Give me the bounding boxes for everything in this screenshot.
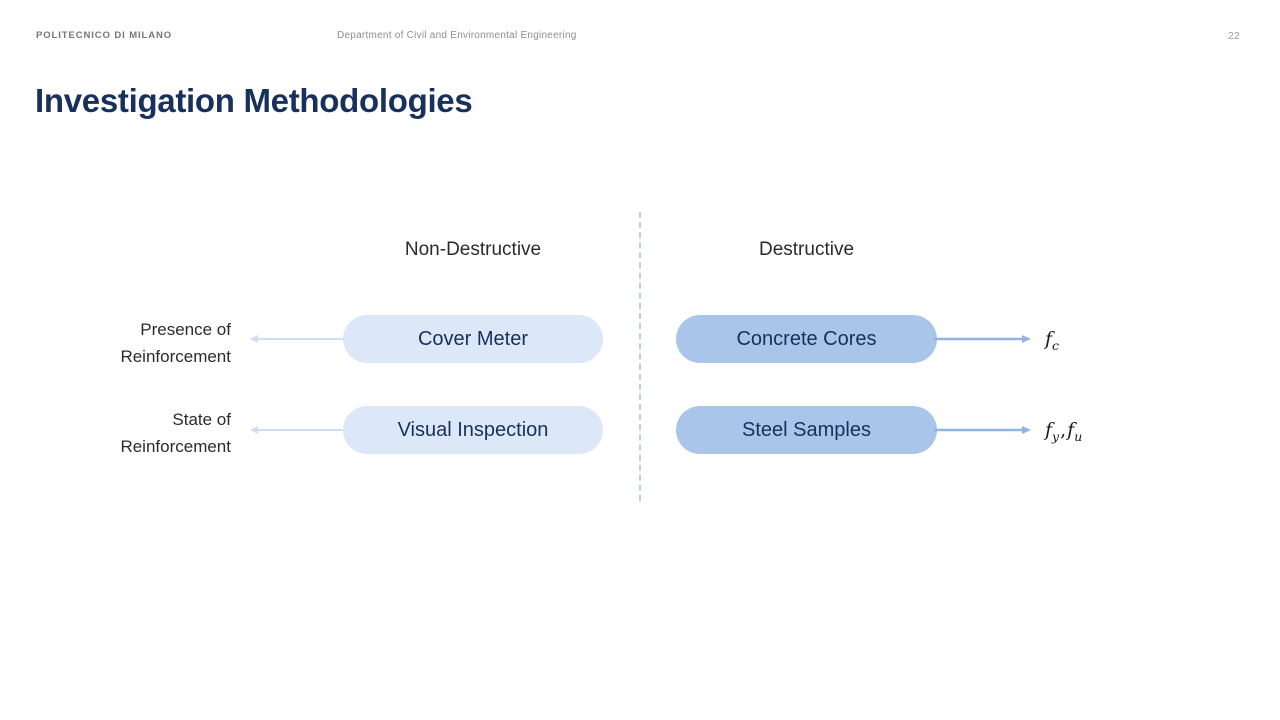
output-symbol-row-1: fc <box>1045 328 1059 353</box>
institution-brand: POLITECNICO DI MILANO <box>36 30 173 41</box>
method-pill-cover-meter[interactable]: Cover Meter <box>343 315 603 363</box>
row-label-presence-of-reinforcement: Presence of Reinforcement <box>41 316 231 370</box>
arrow-left-row-2 <box>249 423 347 437</box>
row-label-line-1: Presence of <box>140 320 231 339</box>
arrow-left-row-1 <box>249 332 347 346</box>
row-label-state-of-reinforcement: State of Reinforcement <box>41 406 231 460</box>
row-label-line-1: State of <box>172 410 231 429</box>
arrow-right-icon <box>934 426 1031 434</box>
method-pill-label: Steel Samples <box>742 418 871 441</box>
column-header-destructive: Destructive <box>758 239 855 260</box>
formula-subscript: c <box>1052 337 1060 353</box>
formula-base-2: f <box>1067 419 1075 441</box>
row-label-line-2: Reinforcement <box>120 437 231 456</box>
page-number: 22 <box>1228 30 1240 42</box>
method-pill-label: Cover Meter <box>417 327 529 350</box>
formula-subscript: y <box>1052 428 1060 444</box>
column-header-non-destructive: Non-Destructive <box>404 239 542 260</box>
arrow-left-icon <box>250 426 345 434</box>
method-pill-concrete-cores[interactable]: Concrete Cores <box>676 315 937 363</box>
method-pill-label: Concrete Cores <box>736 327 877 350</box>
arrow-right-row-1 <box>934 332 1032 346</box>
department-label: Department of Civil and Environmental En… <box>337 30 577 41</box>
page-title: Investigation Methodologies <box>35 82 473 119</box>
method-pill-visual-inspection[interactable]: Visual Inspection <box>343 406 603 454</box>
method-pill-label: Visual Inspection <box>397 418 549 441</box>
method-pill-steel-samples[interactable]: Steel Samples <box>676 406 937 454</box>
arrow-left-icon <box>250 335 345 343</box>
column-divider <box>639 212 641 501</box>
formula-subscript-2: u <box>1074 428 1083 444</box>
output-symbol-row-2: fy,fu <box>1045 419 1082 444</box>
formula-base: f <box>1045 419 1053 441</box>
row-label-line-2: Reinforcement <box>120 347 231 366</box>
formula-base: f <box>1045 328 1053 350</box>
arrow-right-icon <box>934 335 1031 343</box>
formula-separator: , <box>1060 419 1067 441</box>
slide-header: POLITECNICO DI MILANO Department of Civi… <box>0 0 1280 70</box>
arrow-right-row-2 <box>934 423 1032 437</box>
